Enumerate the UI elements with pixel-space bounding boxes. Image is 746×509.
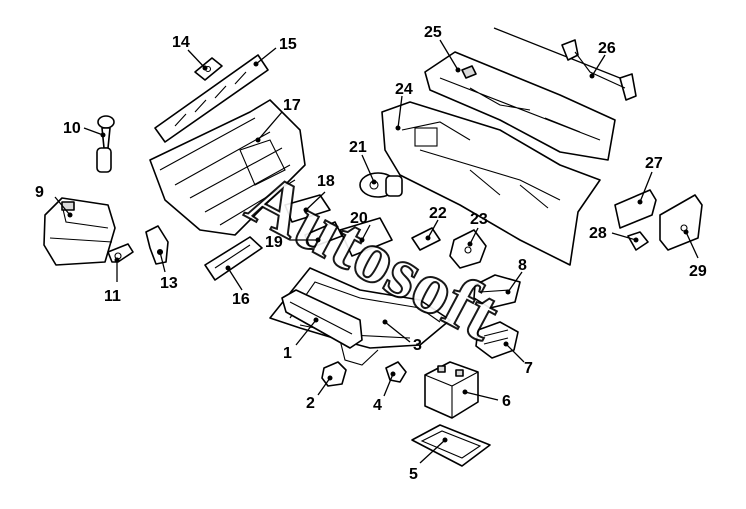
part-2-mount (321, 361, 347, 387)
callout-23: 23 (467, 211, 488, 247)
part-27-bracket (614, 189, 657, 229)
callout-29: 29 (683, 229, 707, 280)
svg-text:7: 7 (524, 360, 533, 377)
part-13-bracket (145, 225, 169, 265)
part-23-component (449, 229, 487, 269)
svg-text:1: 1 (283, 345, 292, 362)
callout-8: 8 (505, 257, 527, 295)
svg-text:5: 5 (409, 466, 418, 483)
part-14-bracket (194, 57, 223, 81)
part-9-reservoir-tank (43, 197, 116, 266)
callout-5: 5 (409, 437, 448, 483)
svg-text:25: 25 (424, 24, 442, 41)
callout-13: 13 (157, 249, 178, 292)
svg-text:3: 3 (413, 337, 422, 354)
part-26-wiper-linkage (493, 27, 637, 101)
callout-18: 18 (303, 173, 335, 213)
callout-15: 15 (253, 36, 297, 67)
svg-text:2: 2 (306, 395, 315, 412)
svg-text:6: 6 (502, 393, 511, 410)
svg-text:17: 17 (283, 97, 301, 114)
svg-text:16: 16 (232, 291, 250, 308)
svg-text:4: 4 (373, 397, 382, 414)
callout-24: 24 (395, 81, 413, 131)
part-10-sensor (96, 115, 115, 173)
svg-text:22: 22 (429, 205, 447, 222)
part-17-front-panel (149, 99, 306, 236)
svg-text:20: 20 (350, 210, 368, 227)
part-7-relay-block (475, 321, 519, 359)
svg-text:29: 29 (689, 263, 707, 280)
callout-26: 26 (589, 40, 616, 79)
callout-19: 19 (265, 234, 321, 251)
svg-text:11: 11 (104, 288, 121, 305)
part-29-side-panel (659, 194, 703, 251)
svg-text:21: 21 (349, 139, 367, 156)
callout-21: 21 (349, 139, 377, 185)
svg-text:26: 26 (598, 40, 616, 57)
callout-1: 1 (283, 317, 319, 362)
callout-10: 10 (63, 120, 106, 138)
part-24-cowl-panel (381, 101, 601, 266)
callout-2: 2 (306, 375, 333, 412)
callout-28: 28 (589, 225, 639, 243)
callout-16: 16 (225, 265, 250, 308)
svg-text:28: 28 (589, 225, 607, 242)
svg-text:24: 24 (395, 81, 413, 98)
part-1-cross-member (281, 289, 363, 349)
part-16-mounting-plate (204, 236, 263, 281)
callout-17: 17 (255, 97, 301, 143)
callout-11: 11 (104, 257, 121, 305)
svg-text:14: 14 (172, 34, 190, 51)
svg-text:15: 15 (279, 36, 297, 53)
svg-text:9: 9 (35, 184, 44, 201)
part-4-mount (385, 361, 407, 383)
svg-text:10: 10 (63, 120, 81, 137)
callout-3: 3 (382, 319, 422, 354)
svg-text:23: 23 (470, 211, 488, 228)
callout-27: 27 (637, 155, 663, 205)
part-25-upper-cowl (424, 51, 616, 161)
callout-6: 6 (462, 389, 511, 410)
callouts: 1 2 3 4 5 6 7 8 (35, 24, 707, 483)
part-8-control-unit (473, 274, 521, 309)
part-6-battery (424, 361, 479, 419)
callout-22: 22 (425, 205, 447, 241)
callout-4: 4 (373, 371, 396, 414)
part-20-component (339, 217, 393, 257)
callout-7: 7 (503, 341, 533, 377)
part-5-battery-tray (411, 424, 491, 467)
svg-text:19: 19 (265, 234, 283, 251)
svg-text:13: 13 (160, 275, 178, 292)
part-11-fitting (107, 243, 134, 263)
svg-text:18: 18 (317, 173, 335, 190)
callout-20: 20 (350, 210, 371, 243)
callout-25: 25 (424, 24, 461, 73)
callout-14: 14 (172, 34, 208, 71)
svg-text:27: 27 (645, 155, 663, 172)
part-15-cross-bar (154, 54, 269, 143)
callout-9: 9 (35, 184, 73, 218)
part-21-actuator (359, 172, 403, 198)
svg-text:8: 8 (518, 257, 527, 274)
